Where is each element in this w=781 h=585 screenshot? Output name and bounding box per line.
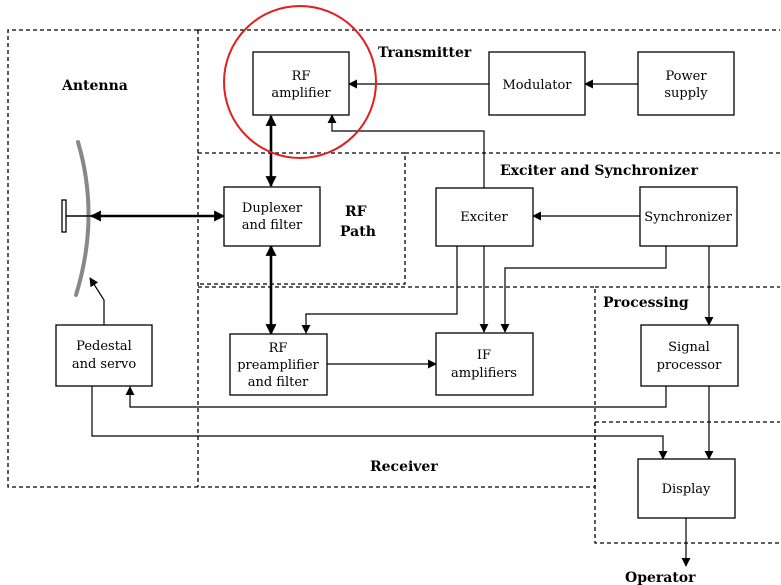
antenna-region bbox=[7, 29, 198, 488]
region-outlines bbox=[7, 29, 780, 544]
modulator-block: Modulator bbox=[488, 51, 586, 116]
pedestal-block: Pedestal and servo bbox=[55, 324, 153, 387]
power-supply-line1: Power bbox=[665, 69, 707, 84]
display-region bbox=[594, 421, 780, 544]
signal-processor-line1: Signal bbox=[668, 340, 710, 355]
rf-preamp-block: RF preamplifier and filter bbox=[229, 333, 328, 396]
pedestal-line1: Pedestal bbox=[76, 339, 132, 354]
display-block: Display bbox=[637, 458, 736, 519]
rf-preamp-line1: RF bbox=[269, 341, 288, 356]
signal-processor-line2: processor bbox=[657, 358, 723, 373]
rf-path-region bbox=[198, 152, 406, 285]
rf-preamp-line3: and filter bbox=[248, 375, 309, 390]
section-labels: Transmitter Antenna Exciter and Synchron… bbox=[61, 45, 699, 585]
rf-amplifier-line2: amplifier bbox=[271, 86, 331, 101]
exciter-label: Exciter bbox=[460, 210, 508, 225]
display-label: Display bbox=[662, 482, 711, 497]
duplexer-block: Duplexer and filter bbox=[223, 186, 321, 247]
signal-processor-block: Signal processor bbox=[640, 324, 739, 387]
duplexer-line2: and filter bbox=[242, 218, 303, 233]
exciter-sync-label: Exciter and Synchronizer bbox=[500, 163, 699, 179]
rf-amplifier-block: RF amplifier bbox=[252, 51, 350, 116]
synchronizer-block: Synchronizer bbox=[639, 186, 738, 247]
exciter-block: Exciter bbox=[435, 187, 534, 247]
rf-preamp-line2: preamplifier bbox=[237, 358, 319, 373]
highlight-circle bbox=[223, 5, 377, 159]
receiver-region bbox=[198, 286, 596, 488]
synchronizer-label: Synchronizer bbox=[644, 210, 732, 225]
power-supply-line2: supply bbox=[664, 86, 708, 101]
transmitter-label: Transmitter bbox=[378, 45, 472, 61]
rf-path-label-line2: Path bbox=[340, 224, 376, 240]
if-amplifiers-line1: IF bbox=[477, 348, 491, 363]
operator-label: Operator bbox=[625, 570, 696, 585]
if-amplifiers-block: IF amplifiers bbox=[435, 332, 534, 396]
rf-path-label-line1: RF bbox=[345, 204, 367, 220]
power-supply-block: Power supply bbox=[637, 51, 735, 116]
processing-label: Processing bbox=[603, 295, 689, 311]
receiver-label: Receiver bbox=[370, 459, 438, 475]
antenna-label: Antenna bbox=[61, 78, 128, 94]
duplexer-line1: Duplexer bbox=[242, 201, 303, 216]
if-amplifiers-line2: amplifiers bbox=[451, 366, 517, 381]
connections bbox=[89, 79, 714, 567]
rf-amplifier-line1: RF bbox=[292, 69, 311, 84]
modulator-label: Modulator bbox=[502, 78, 572, 93]
antenna-dish-icon bbox=[61, 140, 91, 297]
pedestal-line2: and servo bbox=[72, 357, 137, 372]
